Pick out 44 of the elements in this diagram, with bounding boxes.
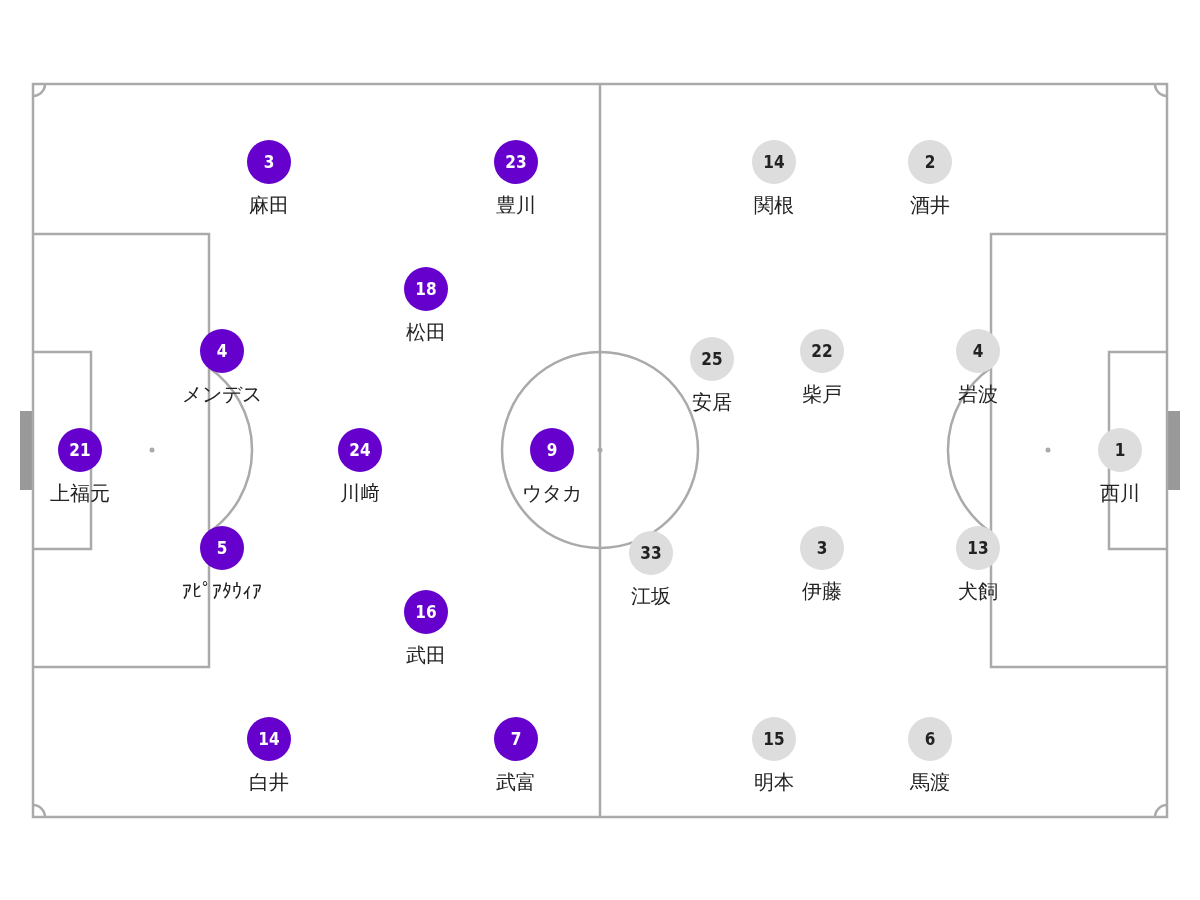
player-name: 江坂 <box>631 583 671 609</box>
player-name: 武田 <box>406 642 446 668</box>
player-number-disc: 14 <box>752 140 796 184</box>
player-number-disc: 33 <box>629 531 673 575</box>
player-number-disc: 13 <box>956 526 1000 570</box>
player-number-disc: 5 <box>200 526 244 570</box>
player-number-disc: 25 <box>690 337 734 381</box>
player-name: 麻田 <box>249 192 289 218</box>
player-name: 川﨑 <box>340 480 380 506</box>
player-number-disc: 14 <box>247 717 291 761</box>
player-number-disc: 18 <box>404 267 448 311</box>
player-number-disc: 7 <box>494 717 538 761</box>
player-name: メンデス <box>182 381 262 407</box>
player-number-disc: 21 <box>58 428 102 472</box>
player-name: ウタカ <box>522 480 582 506</box>
player-number-disc: 16 <box>404 590 448 634</box>
player-number-disc: 1 <box>1098 428 1142 472</box>
player-number-disc: 3 <box>800 526 844 570</box>
player-number-disc: 4 <box>956 329 1000 373</box>
player-number-disc: 4 <box>200 329 244 373</box>
player-number-disc: 6 <box>908 717 952 761</box>
player-name: 酒井 <box>910 192 950 218</box>
player-name: ｱﾋﾟｱﾀｳｨｱ <box>182 578 262 604</box>
player-name: 上福元 <box>50 480 110 506</box>
player-name: 武富 <box>496 769 536 795</box>
player-name: 明本 <box>754 769 794 795</box>
player-name: 白井 <box>249 769 289 795</box>
player-name: 伊藤 <box>802 578 842 604</box>
player-name: 西川 <box>1100 480 1140 506</box>
player-number-disc: 2 <box>908 140 952 184</box>
player-number-disc: 22 <box>800 329 844 373</box>
player-name: 安居 <box>692 389 732 415</box>
player-name: 豊川 <box>496 192 536 218</box>
player-name: 松田 <box>406 319 446 345</box>
player-name: 犬飼 <box>958 578 998 604</box>
player-number-disc: 24 <box>338 428 382 472</box>
player-name: 岩波 <box>958 381 998 407</box>
player-number-disc: 15 <box>752 717 796 761</box>
player-number-disc: 3 <box>247 140 291 184</box>
player-number-disc: 23 <box>494 140 538 184</box>
player-name: 関根 <box>754 192 794 218</box>
player-name: 柴戸 <box>802 381 842 407</box>
player-name: 馬渡 <box>910 769 950 795</box>
player-number-disc: 9 <box>530 428 574 472</box>
